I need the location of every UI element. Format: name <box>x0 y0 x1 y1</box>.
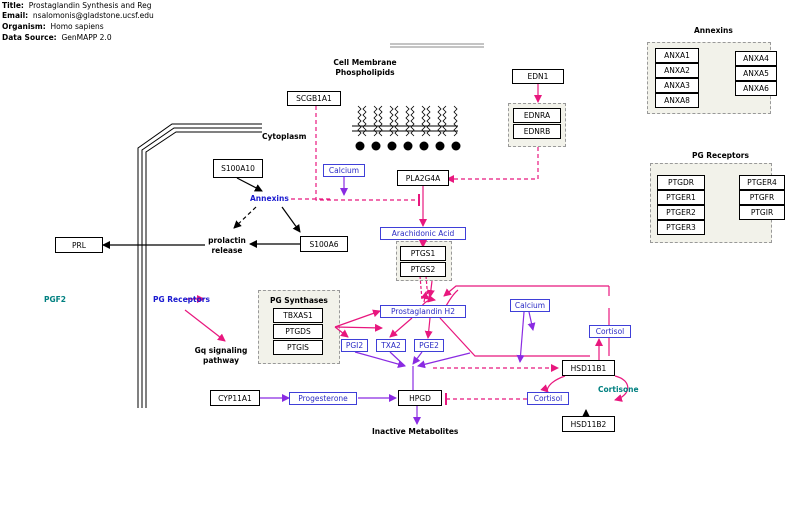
gene-ptger4[interactable]: PTGER4 <box>739 175 785 190</box>
label-cortisone: Cortisone <box>598 385 639 394</box>
gene-scgb1a1[interactable]: SCGB1A1 <box>287 91 341 106</box>
gene-ednrb[interactable]: EDNRB <box>513 124 561 139</box>
cell-boundary <box>137 43 484 408</box>
gene-hpgd[interactable]: HPGD <box>398 390 442 406</box>
meta-email: Email: nsalomonis@gladstone.ucsf.edu <box>2 11 154 20</box>
phospholipid-bilayer <box>352 105 461 151</box>
meta-organism: Organism: Homo sapiens <box>2 22 104 31</box>
label-cytoplasm: Cytoplasm <box>262 132 307 141</box>
gene-ptgir[interactable]: PTGIR <box>739 205 785 220</box>
label-pgf2: PGF2 <box>44 295 66 304</box>
gene-s100a10[interactable]: S100A10 <box>213 159 263 178</box>
gene-anxa5[interactable]: ANXA5 <box>735 66 777 81</box>
label-pg-receptors-panel: PG Receptors <box>692 151 749 160</box>
gene-tbxas1[interactable]: TBXAS1 <box>273 308 323 323</box>
metabolite-txa2[interactable]: TXA2 <box>376 339 406 352</box>
metabolite-progesterone[interactable]: Progesterone <box>289 392 357 405</box>
metabolite-arachidonic-acid[interactable]: Arachidonic Acid <box>380 227 466 240</box>
gene-ptgdr[interactable]: PTGDR <box>657 175 705 190</box>
gene-hsd11b1[interactable]: HSD11B1 <box>562 360 615 376</box>
gene-anxa6[interactable]: ANXA6 <box>735 81 777 96</box>
gene-ptgs2[interactable]: PTGS2 <box>400 262 446 277</box>
gene-ednra[interactable]: EDNRA <box>513 108 561 123</box>
meta-source: Data Source: GenMAPP 2.0 <box>2 33 112 42</box>
gene-ptger2[interactable]: PTGER2 <box>657 205 705 220</box>
gene-prl[interactable]: PRL <box>55 237 103 253</box>
label-pg-synthases: PG Synthases <box>270 296 328 305</box>
black-edges <box>102 177 590 420</box>
gene-anxa2[interactable]: ANXA2 <box>655 63 699 78</box>
gene-ptgis[interactable]: PTGIS <box>273 340 323 355</box>
gene-anxa1[interactable]: ANXA1 <box>655 48 699 63</box>
gene-s100a6[interactable]: S100A6 <box>300 236 348 252</box>
gene-ptger1[interactable]: PTGER1 <box>657 190 705 205</box>
metabolite-pgi2[interactable]: PGI2 <box>341 339 368 352</box>
metabolite-calcium[interactable]: Calcium <box>323 164 365 177</box>
metabolite-cortisol[interactable]: Cortisol <box>589 325 631 338</box>
gene-pla2g4a[interactable]: PLA2G4A <box>397 170 449 186</box>
metabolite-pge2[interactable]: PGE2 <box>414 339 444 352</box>
metabolite-cortisol-2[interactable]: Cortisol <box>527 392 569 405</box>
label-annexins: Annexins <box>250 194 289 203</box>
gene-ptgds[interactable]: PTGDS <box>273 324 323 339</box>
gene-ptger3[interactable]: PTGER3 <box>657 220 705 235</box>
label-pg-receptors: PG Receptors <box>153 295 210 304</box>
meta-title: Title: Prostaglandin Synthesis and Reg <box>2 1 152 10</box>
label-annexins-panel: Annexins <box>694 26 733 35</box>
metabolite-calcium-2[interactable]: Calcium <box>510 299 550 312</box>
gene-hsd11b2[interactable]: HSD11B2 <box>562 416 615 432</box>
label-inactive-metabolites: Inactive Metabolites <box>372 427 459 436</box>
magenta-edges <box>184 84 629 405</box>
purple-edges <box>260 176 536 425</box>
gene-anxa8[interactable]: ANXA8 <box>655 93 699 108</box>
metabolite-pgh2[interactable]: Prostaglandin H2 <box>380 305 466 318</box>
gene-ptgs1[interactable]: PTGS1 <box>400 246 446 261</box>
gene-edn1[interactable]: EDN1 <box>512 69 564 84</box>
gene-anxa3[interactable]: ANXA3 <box>655 78 699 93</box>
gene-ptgfr[interactable]: PTGFR <box>739 190 785 205</box>
gene-cyp11a1[interactable]: CYP11A1 <box>210 390 260 406</box>
gene-anxa4[interactable]: ANXA4 <box>735 51 777 66</box>
